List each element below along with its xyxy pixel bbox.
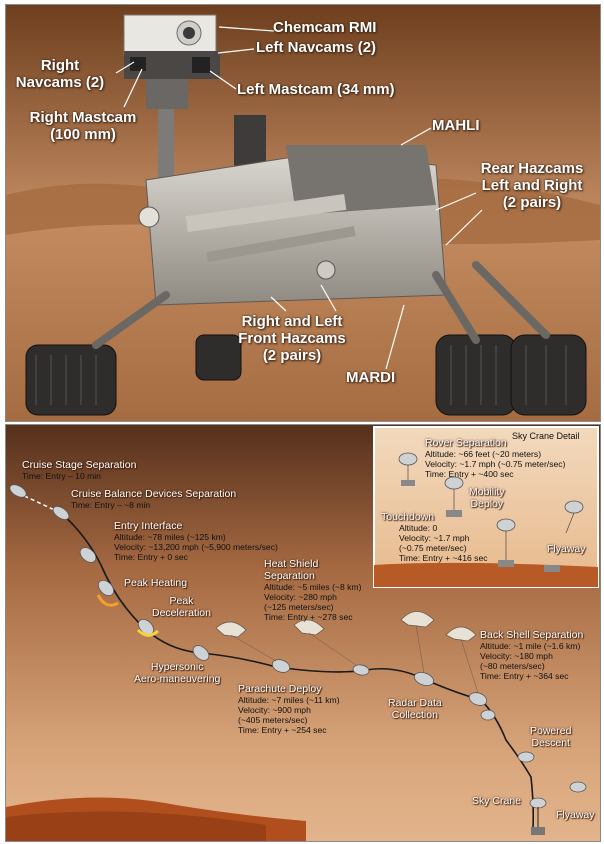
stage-title: Back Shell Separation	[480, 629, 584, 641]
stage-title: Sky Crane	[472, 795, 522, 807]
rover-panel: Chemcam RMI Left Navcams (2) Right Navca…	[5, 4, 601, 422]
stage-heat-shield-separation: Heat Shield Separation Altitude: ~5 mile…	[264, 558, 361, 622]
label-right-mastcam-line2: (100 mm)	[50, 126, 116, 143]
detail-line: Velocity: ~180 mph	[480, 651, 553, 661]
detail-line: Altitude: ~1 mile (~1.6 km)	[480, 641, 581, 651]
label-front-hazcams: Right and Left Front Hazcams (2 pairs)	[226, 313, 358, 364]
edl-illustration	[6, 425, 600, 841]
detail-line: Time: Entry + ~364 sec	[480, 671, 569, 681]
detail-line: (~405 meters/sec)	[238, 715, 308, 725]
label-right-navcams-line1: Right	[40, 57, 80, 74]
stage-peak-deceleration: Peak Deceleration	[152, 595, 211, 619]
label-right-mastcam: Right Mastcam (100 mm)	[24, 109, 142, 143]
rover-illustration	[6, 5, 600, 421]
stage-title: Peak Heating	[124, 577, 188, 589]
detail-line: Velocity: ~900 mph	[238, 705, 311, 715]
stage-title-2: Aero-maneuvering	[134, 673, 221, 685]
stage-title: Cruise Balance Devices Separation	[71, 488, 237, 500]
detail-line: Velocity: ~1.7 mph (~0.75 meter/sec)	[425, 459, 566, 469]
stage-rover-separation: Rover Separation Altitude: ~66 feet (~20…	[425, 437, 565, 479]
stage-parachute-deploy: Parachute Deploy Altitude: ~7 miles (~11…	[238, 683, 340, 735]
stage-mobility-title-2: Deploy	[470, 498, 504, 510]
stage-title-1: Hypersonic	[150, 661, 204, 673]
stage-cruise-stage-separation: Cruise Stage Separation Time: Entry – 10…	[22, 459, 136, 481]
stage-title: Flyaway	[556, 809, 595, 821]
stage-title: Parachute Deploy	[238, 683, 322, 695]
detail-line: Time: Entry + ~400 sec	[425, 469, 514, 479]
stage-back-shell-details: Altitude: ~1 mile (~1.6 km) Velocity: ~1…	[480, 641, 583, 681]
stage-sky-crane: Sky Crane	[472, 795, 521, 807]
detail-line: (~125 meters/sec)	[264, 602, 334, 612]
stage-heat-shield-details: Altitude: ~5 miles (~8 km) Velocity: ~28…	[264, 582, 361, 622]
stage-mobility-deploy: Mobility Deploy	[469, 486, 505, 510]
detail-line: Time: Entry – 10 min	[22, 471, 101, 481]
label-mahli: MAHLI	[432, 117, 480, 134]
stage-mobility-title-1: Mobility	[469, 486, 505, 498]
detail-line: Time: Entry + ~254 sec	[238, 725, 327, 735]
detail-line: Altitude: ~7 miles (~11 km)	[238, 695, 340, 705]
stage-inset-flyaway: Flyaway	[547, 543, 586, 555]
stage-peak-heating: Peak Heating	[124, 577, 187, 589]
detail-line: Velocity: ~13,200 mph (~5,900 meters/sec…	[114, 542, 278, 552]
label-chemcam-rmi: Chemcam RMI	[273, 19, 377, 36]
stage-rover-separation-title: Rover Separation	[425, 437, 507, 449]
stage-powered-descent: Powered Descent	[530, 725, 571, 749]
label-mardi: MARDI	[346, 369, 396, 386]
stage-title-2: Separation	[264, 570, 315, 582]
detail-line: Time: Entry + 0 sec	[114, 552, 188, 562]
stage-entry-interface: Entry Interface Altitude: ~78 miles (~12…	[114, 520, 278, 562]
stage-radar-data-collection: Radar Data Collection	[388, 697, 442, 721]
detail-line: Velocity: ~1.7 mph	[399, 533, 470, 543]
label-front-hazcams-line2: Front Hazcams	[238, 330, 346, 347]
stage-inset-flyaway-title: Flyaway	[547, 543, 586, 555]
label-rear-hazcams-line3: (2 pairs)	[502, 194, 562, 211]
edl-panel: Sky Crane Detail Rover Separation Altitu…	[5, 424, 601, 842]
stage-title-1: Radar Data	[388, 697, 442, 709]
sky-crane-detail-title: Sky Crane Detail	[512, 431, 580, 441]
stage-title-2: Descent	[531, 737, 570, 749]
stage-title-2: Collection	[391, 709, 438, 721]
stage-title-1: Heat Shield	[264, 558, 319, 570]
detail-line: Time: Entry – ~8 min	[71, 500, 151, 510]
label-rear-hazcams-line1: Rear Hazcams	[480, 160, 584, 177]
label-left-navcams: Left Navcams (2)	[256, 39, 377, 56]
stage-touchdown-title: Touchdown	[381, 511, 435, 523]
stage-title-2: Deceleration	[152, 607, 211, 619]
stage-touchdown: Touchdown Altitude: 0 Velocity: ~1.7 mph…	[381, 511, 488, 563]
stage-title-1: Powered	[530, 725, 572, 737]
detail-line: (~80 meters/sec)	[480, 661, 545, 671]
detail-line: Altitude: ~66 feet (~20 meters)	[425, 449, 542, 459]
stage-parachute-details: Altitude: ~7 miles (~11 km) Velocity: ~9…	[238, 695, 340, 735]
stage-hypersonic: Hypersonic Aero-maneuvering	[134, 661, 220, 685]
stage-entry-details: Altitude: ~78 miles (~125 km) Velocity: …	[114, 532, 278, 562]
label-right-navcams: Right Navcams (2)	[7, 57, 113, 91]
stage-flyaway: Flyaway	[556, 809, 595, 821]
label-front-hazcams-line3: (2 pairs)	[262, 347, 322, 364]
stage-back-shell-separation: Back Shell Separation Altitude: ~1 mile …	[480, 629, 583, 681]
detail-line: Altitude: ~78 miles (~125 km)	[114, 532, 226, 542]
label-left-mastcam: Left Mastcam (34 mm)	[237, 81, 395, 98]
label-right-mastcam-line1: Right Mastcam	[29, 109, 137, 126]
detail-line: Time: Entry + ~278 sec	[264, 612, 353, 622]
stage-title: Entry Interface	[114, 520, 183, 532]
label-rear-hazcams: Rear Hazcams Left and Right (2 pairs)	[468, 160, 596, 211]
label-rear-hazcams-line2: Left and Right	[481, 177, 583, 194]
stage-cruise-balance-separation: Cruise Balance Devices Separation Time: …	[71, 488, 236, 510]
detail-line: Altitude: 0	[399, 523, 438, 533]
stage-title-1: Peak	[169, 595, 194, 607]
detail-line: Altitude: ~5 miles (~8 km)	[264, 582, 362, 592]
label-right-navcams-line2: Navcams (2)	[15, 74, 105, 91]
stage-title: Cruise Stage Separation	[22, 459, 137, 471]
detail-line: Time: Entry + ~416 sec	[399, 553, 488, 563]
detail-line: Velocity: ~280 mph	[264, 592, 337, 602]
detail-line: (~0.75 meter/sec)	[399, 543, 467, 553]
stage-touchdown-details: Altitude: 0 Velocity: ~1.7 mph (~0.75 me…	[381, 523, 488, 563]
stage-rover-separation-details: Altitude: ~66 feet (~20 meters) Velocity…	[425, 449, 565, 479]
label-front-hazcams-line1: Right and Left	[241, 313, 343, 330]
